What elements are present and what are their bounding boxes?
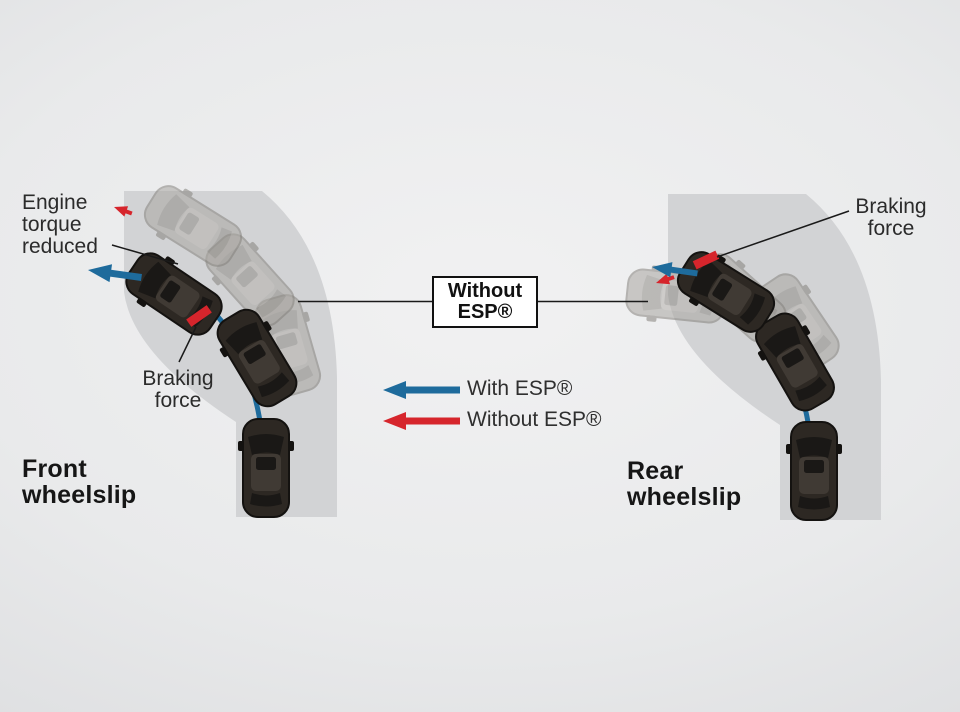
pointer-braking-left xyxy=(178,326,197,363)
legend-without-esp-arrow xyxy=(383,412,460,430)
braking-force-label-left: Braking force xyxy=(142,367,214,412)
pointer-braking-right xyxy=(716,210,850,258)
engine-torque-line-1: Engine xyxy=(22,191,88,214)
without-esp-box-line-2: ESP® xyxy=(457,301,513,323)
braking-marker-left xyxy=(186,305,212,327)
legend-with-esp-label: With ESP® xyxy=(467,377,573,400)
legend-without-esp-label: Without ESP® xyxy=(467,408,602,431)
engine-torque-line-2: torque xyxy=(22,213,82,236)
legend-with-esp-arrow xyxy=(383,381,460,399)
braking-marker-right xyxy=(692,250,720,270)
car-left-entry xyxy=(238,419,294,517)
left-scene-title: Front wheelslip xyxy=(22,455,137,509)
without-esp-box: Without ESP® xyxy=(432,276,538,328)
pointer-engine-torque xyxy=(111,244,179,265)
without-esp-box-line-1: Without xyxy=(447,280,523,302)
braking-force-label-right: Braking force xyxy=(855,195,927,240)
right-scene-title: Rear wheelslip xyxy=(627,457,742,511)
engine-torque-label: Engine torque reduced xyxy=(22,192,98,258)
engine-torque-line-3: reduced xyxy=(22,235,98,258)
car-right-entry xyxy=(786,422,842,520)
